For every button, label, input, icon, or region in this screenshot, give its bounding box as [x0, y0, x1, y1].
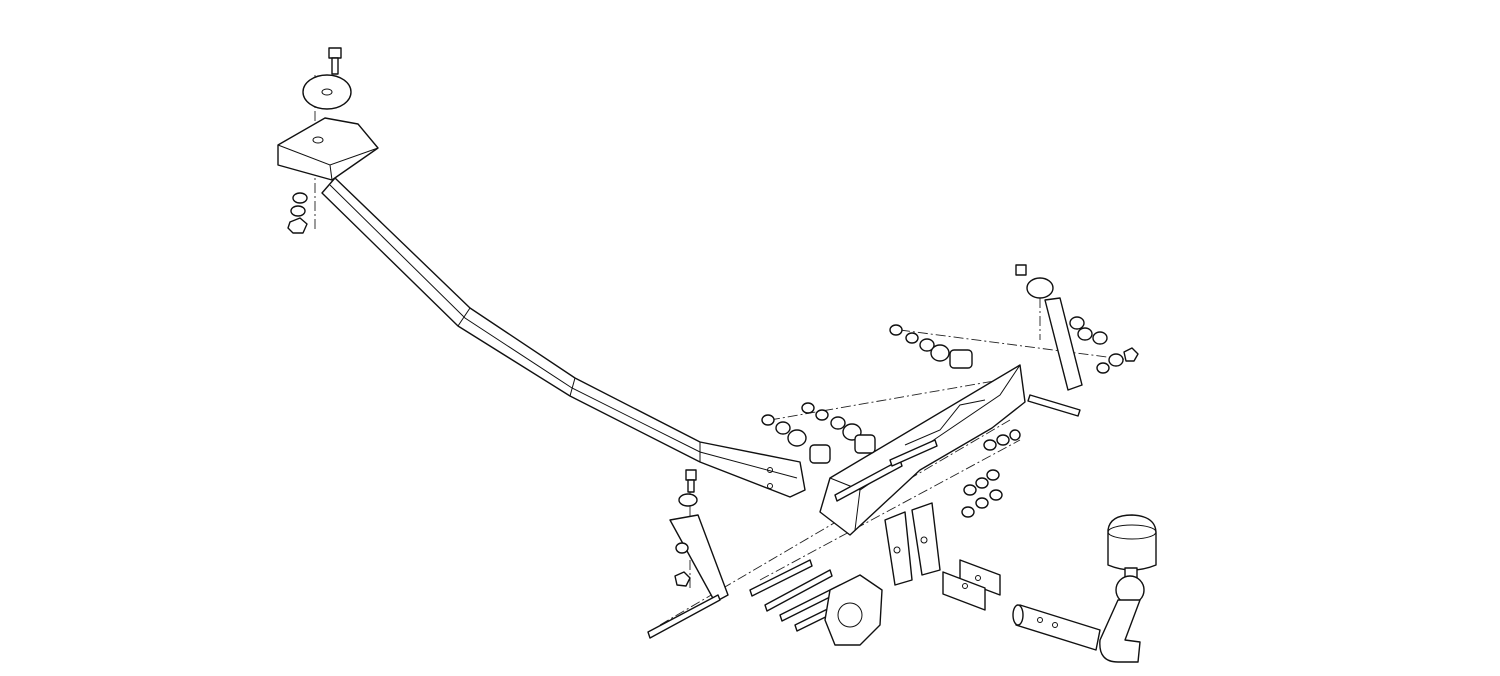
electrical-socket-plate — [824, 574, 883, 646]
right-strap — [1015, 264, 1139, 391]
tow-ball — [1012, 514, 1157, 663]
left-drop-bracket — [647, 469, 729, 639]
assembly-axis-lines — [314, 75, 1131, 626]
crossbar — [277, 117, 806, 498]
washer-stacks — [761, 324, 1021, 518]
left-mounting-plate — [277, 117, 379, 181]
left-plate-fasteners — [287, 47, 352, 234]
spacer-blocks — [942, 559, 1001, 611]
